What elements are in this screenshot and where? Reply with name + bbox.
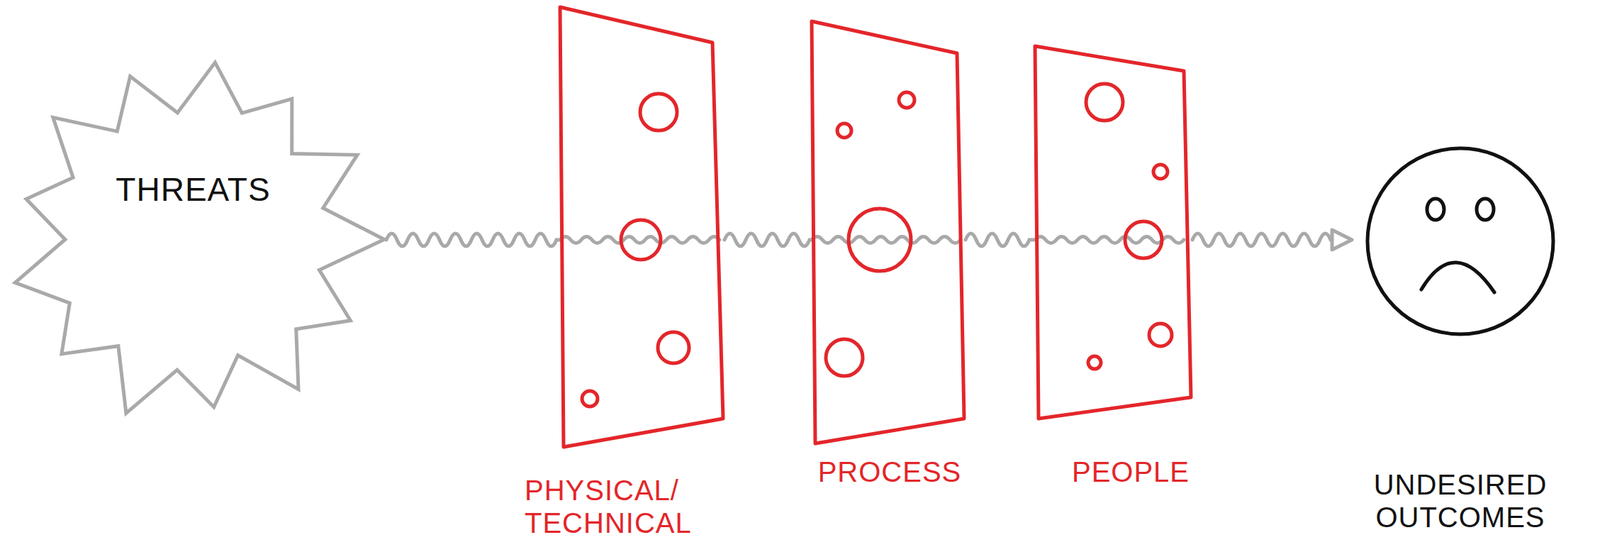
wave-line bbox=[1192, 233, 1333, 246]
node-label: THREATS bbox=[115, 170, 271, 209]
sad-face: UNDESIRED OUTCOMES bbox=[1364, 145, 1557, 337]
cheese-slice-outline bbox=[1033, 44, 1193, 420]
wave-line bbox=[965, 233, 1034, 246]
cheese-slice-outline bbox=[810, 19, 966, 445]
wave-through-slices bbox=[560, 236, 1184, 244]
label-block: PROCESS bbox=[801, 455, 979, 488]
wavy-connector bbox=[386, 233, 559, 246]
sad-face-outline bbox=[1364, 145, 1557, 337]
label-block: PEOPLE bbox=[1049, 455, 1213, 488]
cheese-holes bbox=[582, 83, 1172, 407]
node-label: UNDESIRED OUTCOMES bbox=[1336, 467, 1585, 534]
threat-burst-outline bbox=[0, 49, 387, 429]
node-label: PHYSICAL/ TECHNICAL bbox=[524, 473, 731, 539]
cheese-slice-outline bbox=[558, 5, 725, 449]
label-block: THREATS bbox=[0, 0, 387, 380]
node-label: PEOPLE bbox=[1049, 455, 1213, 488]
arrow-head bbox=[1332, 229, 1352, 250]
cheese-slice: PROCESS bbox=[810, 19, 966, 445]
label-block: PHYSICAL/ TECHNICAL bbox=[524, 473, 731, 539]
label-block: UNDESIRED OUTCOMES bbox=[1336, 467, 1585, 534]
node-label: PROCESS bbox=[801, 455, 979, 488]
wavy-connector bbox=[1192, 229, 1352, 250]
wave-line bbox=[386, 233, 559, 246]
threat-burst: THREATS bbox=[0, 49, 387, 429]
wavy-connector bbox=[724, 233, 811, 246]
cheese-slice: PEOPLE bbox=[1033, 44, 1193, 420]
sad-face-features bbox=[1421, 198, 1495, 293]
wavy-connector bbox=[965, 233, 1034, 246]
wave-line bbox=[724, 233, 811, 246]
cheese-slice: PHYSICAL/ TECHNICAL bbox=[558, 5, 725, 449]
